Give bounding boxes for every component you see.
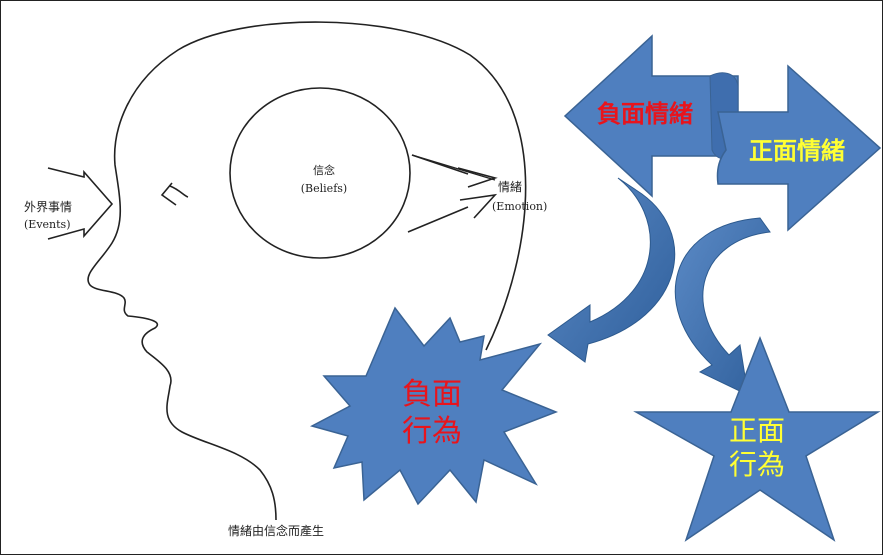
beliefs-label: 信念 xyxy=(313,163,335,177)
negative-curved-arrow xyxy=(547,177,676,363)
positive-emotion-label: 正面情緒 xyxy=(749,137,845,165)
events-label-en: (Events) xyxy=(24,218,71,231)
events-label: 外界事情 xyxy=(24,200,72,214)
emotion-arrow-lower xyxy=(407,193,498,233)
emotion-label-en: (Emotion) xyxy=(492,200,547,213)
emotion-arrow-stroke xyxy=(411,154,496,181)
negative-behavior-line1: 負面 xyxy=(402,377,462,412)
positive-behavior-line1: 正面 xyxy=(729,414,785,447)
emotion-arrow-upper xyxy=(411,154,498,188)
positive-behavior-star xyxy=(633,335,881,542)
events-arrow xyxy=(47,167,114,240)
positive-behavior-line2: 行為 xyxy=(729,448,785,481)
eye-mark xyxy=(160,182,189,206)
beliefs-label-en: (Beliefs) xyxy=(301,182,347,195)
sketch-caption: 情緒由信念而產生 xyxy=(228,523,324,538)
negative-emotion-label: 負面情緒 xyxy=(597,100,693,128)
negative-behavior-burst xyxy=(309,306,559,506)
positive-emotion-arrow xyxy=(716,64,882,232)
beliefs-circle xyxy=(229,87,411,259)
positive-curved-arrow xyxy=(674,217,771,396)
negative-emotion-arrow xyxy=(563,34,739,198)
head-outline xyxy=(87,21,527,521)
emotion-label: 情緒 xyxy=(498,179,522,194)
negative-behavior-line2: 行為 xyxy=(402,414,462,449)
